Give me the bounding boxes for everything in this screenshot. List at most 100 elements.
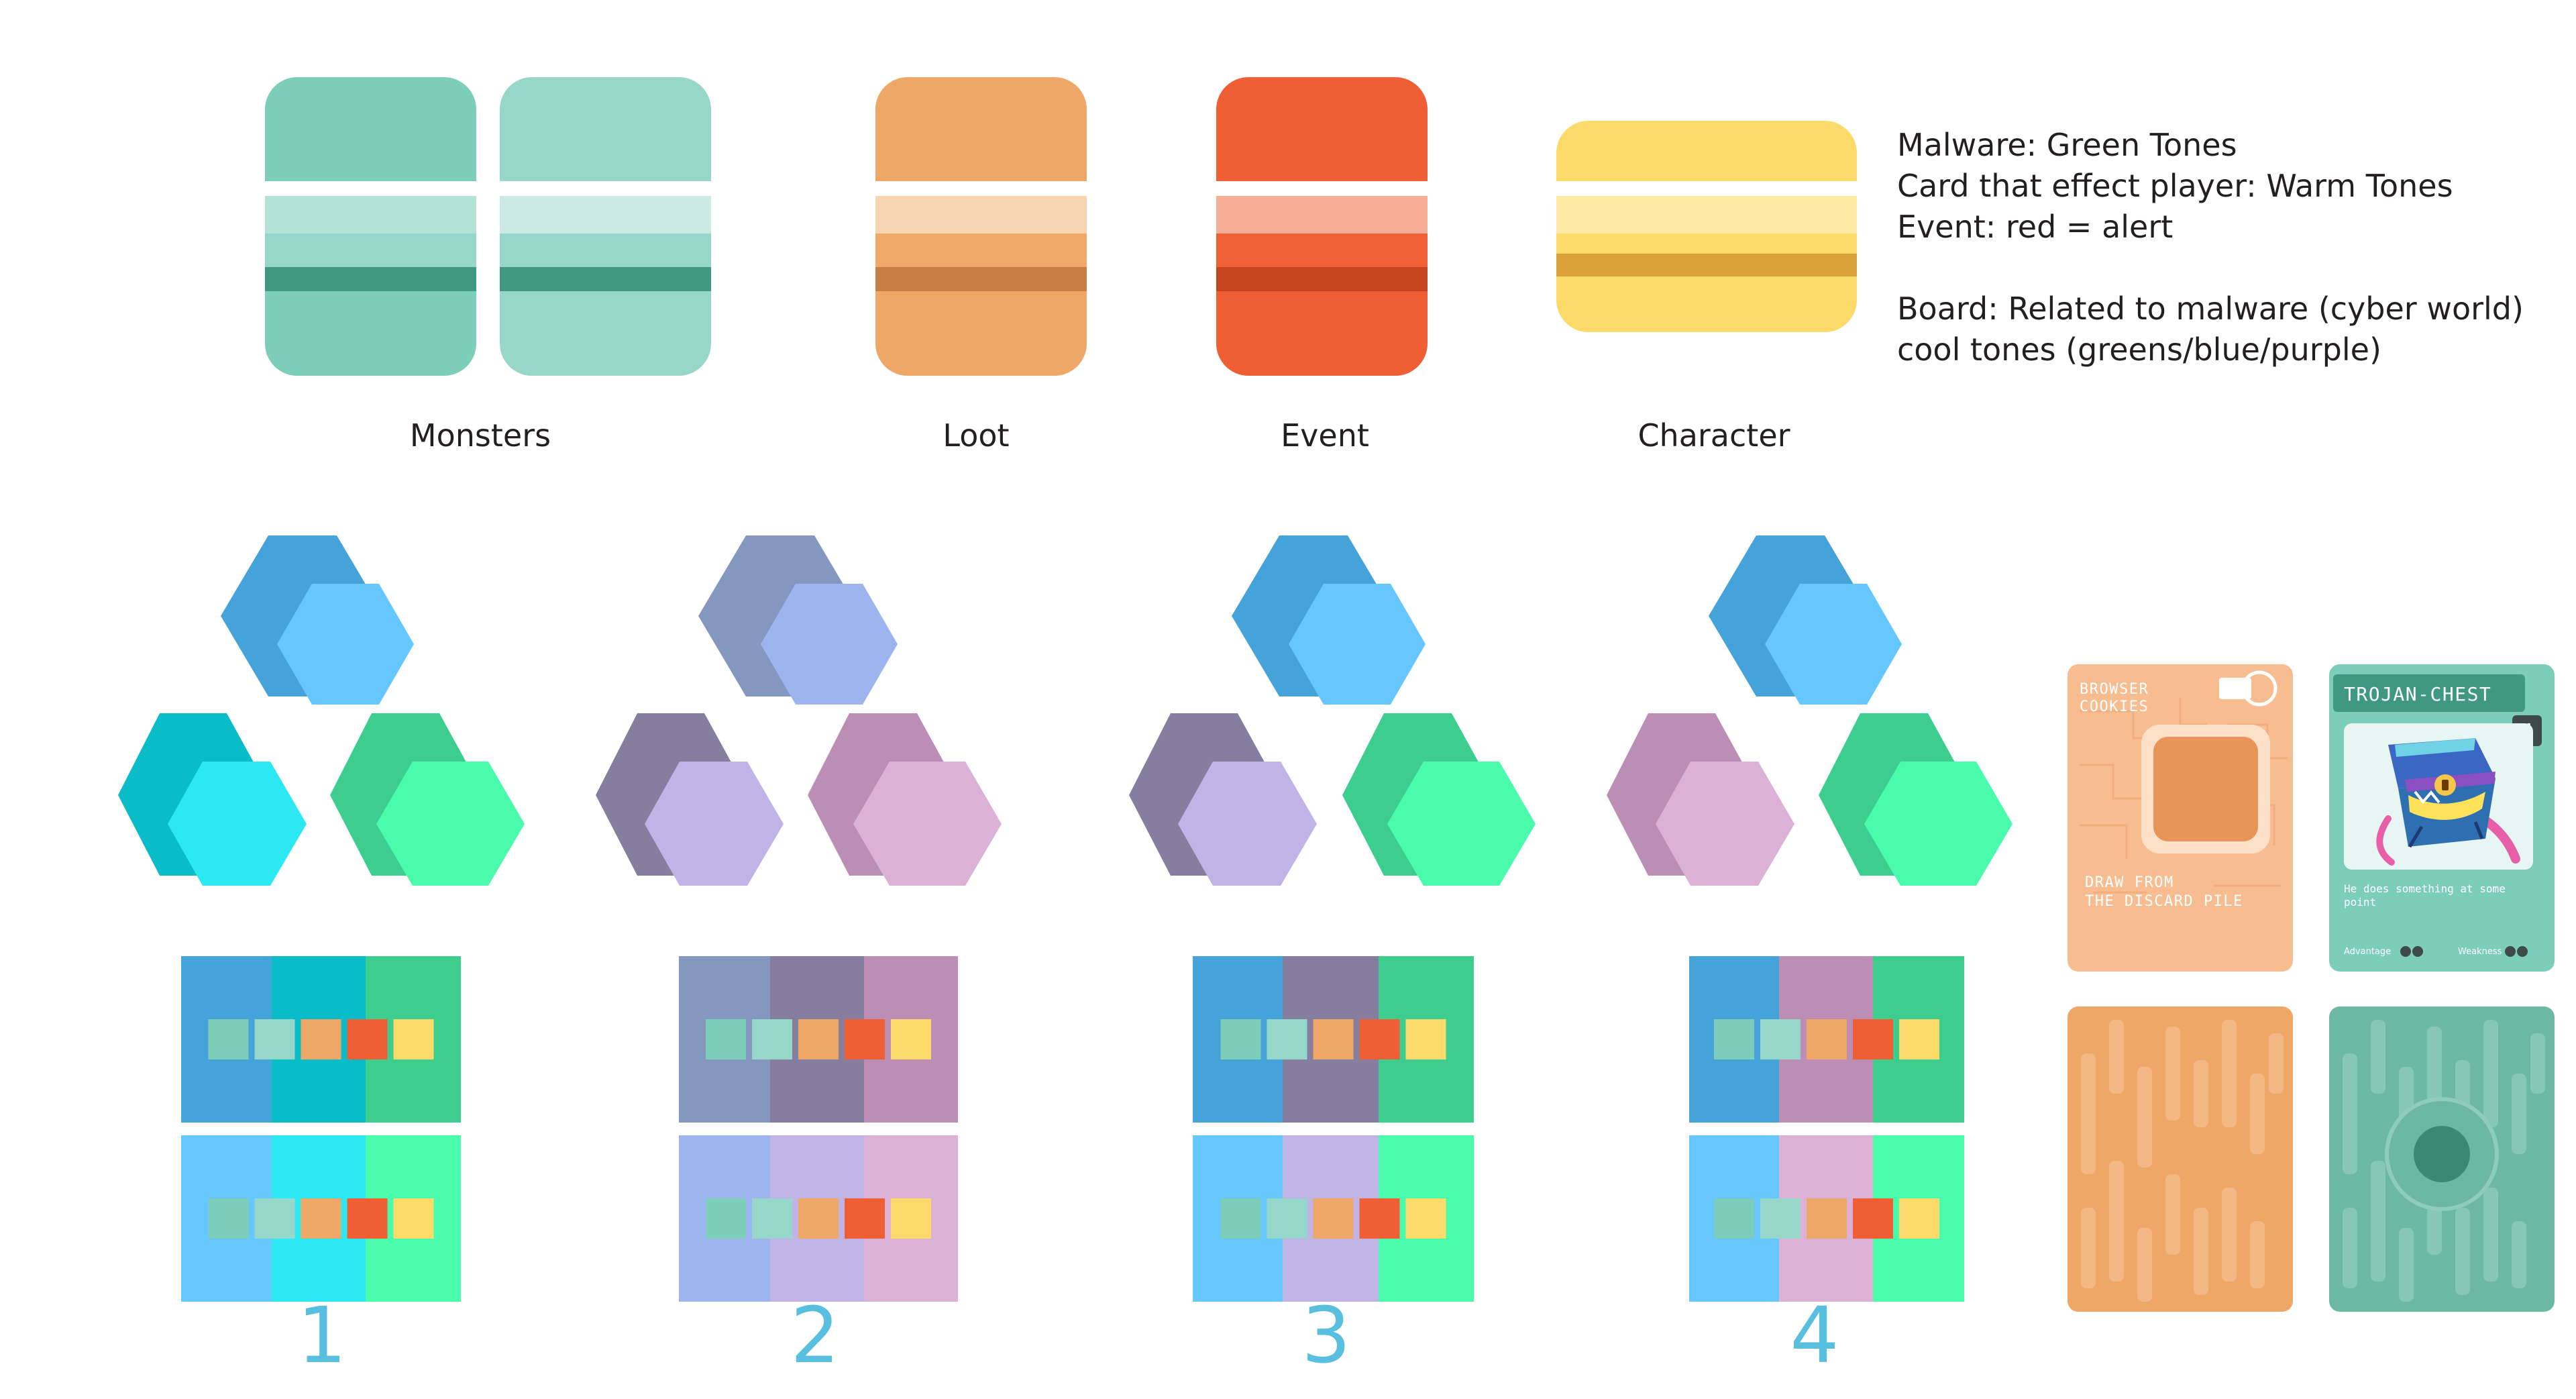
card-art [2153, 737, 2258, 841]
palette-4-hex-cluster [1607, 535, 2012, 886]
palette-1-number: 1 [297, 1291, 346, 1381]
card-back-stripe [2530, 1033, 2545, 1094]
card-back-stripe [2512, 1221, 2526, 1288]
card-back-stripe [2399, 1228, 2414, 1302]
card-back-stripe [2250, 1074, 2265, 1154]
palette-4-card-swatch [1853, 1198, 1893, 1239]
card-type-monsters: Monsters [265, 77, 711, 454]
palette-1-card-swatch [393, 1019, 434, 1059]
card-back-stripe [2250, 1221, 2265, 1288]
trojan-chest-illustration [2376, 738, 2520, 866]
palette-3-card-swatch [1267, 1019, 1307, 1059]
palette-2-card-swatch [706, 1019, 746, 1059]
palette-3-card-swatch [1359, 1198, 1400, 1239]
note-board: Board: Related to malware (cyber world) [1897, 291, 2524, 327]
card-back-stripe [2455, 1208, 2470, 1295]
palette-3-hex-top-front [1289, 584, 1426, 705]
sample-monster-card-front: TROJAN-CHEST 4 He does something at some… [2329, 664, 2555, 972]
card-back-stripe [2137, 1228, 2152, 1302]
note-spacer [1897, 248, 2524, 289]
card-toggle-knob [2241, 670, 2277, 707]
palette-2-card-swatch [798, 1019, 839, 1059]
card-back-stripe [2512, 1074, 2526, 1154]
palette-1-card-swatch [254, 1019, 295, 1059]
palette-3-card-swatch [1405, 1198, 1446, 1239]
card-back-stripe [2137, 1067, 2152, 1168]
palette-2-number: 2 [790, 1291, 839, 1381]
note-warm-tones: Card that effect player: Warm Tones [1897, 168, 2453, 204]
palette-2-card-swatch [752, 1198, 792, 1239]
palette-2-hex-right-front [853, 762, 1002, 886]
palette-1-card-swatch [301, 1198, 341, 1239]
palette-boards [181, 956, 1964, 1302]
palette-1-hex-top-front [277, 584, 414, 705]
palette-3-card-swatch [1220, 1019, 1261, 1059]
palette-4-card-swatch [1714, 1198, 1754, 1239]
card-back-stripe [2222, 1020, 2237, 1127]
card-back-stripe [2081, 1208, 2096, 1288]
palette-1-hex-left-front [168, 762, 307, 886]
palette-3-hex-right-front [1387, 762, 1536, 886]
card-type-label: Character [1638, 417, 1790, 454]
card-description-line1: He does something at some [2344, 882, 2506, 895]
palette-4-card-swatch [1899, 1019, 1939, 1059]
palette-1-card-swatch [208, 1019, 249, 1059]
card-title-line1: BROWSER [2080, 681, 2149, 698]
card-title-line2: COOKIES [2080, 698, 2149, 715]
palette-2-card-swatch [845, 1019, 885, 1059]
palette-2-card-swatch [891, 1019, 931, 1059]
card-back-stripe [2483, 1188, 2498, 1282]
card-back-stripe [2483, 1020, 2498, 1127]
card-back-stripe [2343, 1208, 2357, 1288]
palette-4-card-swatch [1760, 1198, 1801, 1239]
card-stat-weakness: Weakness [2458, 947, 2502, 957]
palette-4-card-swatch [1853, 1019, 1893, 1059]
palette-3-card-swatch [1220, 1198, 1261, 1239]
card-type-label: Monsters [410, 417, 551, 454]
palette-1-card-swatch [301, 1019, 341, 1059]
card-back-stripe [2222, 1188, 2237, 1282]
card-header [2333, 674, 2525, 712]
palette-2-hex-left-front [645, 762, 784, 886]
card-back-stripe [2194, 1060, 2208, 1127]
sample-loot-card-back [2068, 1006, 2293, 1312]
card-type-event: Event [1216, 77, 1428, 454]
card-back-stripe [2081, 1053, 2096, 1174]
palette-2-card-swatch [891, 1198, 931, 1239]
note-event: Event: red = alert [1897, 209, 2174, 245]
palette-4-hex-left-front [1656, 762, 1794, 886]
palette-1-card-swatch [208, 1198, 249, 1239]
palette-3-card-swatch [1405, 1019, 1446, 1059]
palette-4-hex-top-front [1765, 584, 1902, 705]
card-back-stripe [2109, 1161, 2124, 1282]
card-back-stripe [2371, 1020, 2385, 1094]
card-back-stripe [2269, 1033, 2284, 1094]
palette-3-card-swatch [1267, 1198, 1307, 1239]
card-type-character: Character [1556, 121, 1857, 454]
palette-3-number: 3 [1301, 1291, 1350, 1381]
monster-card-swatch-1 [265, 77, 476, 376]
card-back-stripe [2109, 1020, 2124, 1094]
card-text-line2: THE DISCARD PILE [2085, 893, 2243, 910]
card-description-line2: point [2344, 896, 2376, 909]
sample-loot-card-front: BROWSER COOKIES DRAW FROM THE DISCARD PI… [2068, 664, 2293, 972]
card-back-stripe [2427, 1027, 2442, 1121]
palette-1-card-swatch [254, 1198, 295, 1239]
card-back-stripe [2194, 1208, 2208, 1295]
palette-1-card-swatch [347, 1019, 388, 1059]
card-type-label: Event [1281, 417, 1369, 454]
palette-4-card-swatch [1807, 1019, 1847, 1059]
palette-4-card-swatch [1714, 1019, 1754, 1059]
sample-monster-card-back [2329, 1006, 2555, 1312]
card-stat-advantage: Advantage [2344, 947, 2391, 957]
palette-2-card-swatch [845, 1198, 885, 1239]
palette-3-hex-cluster [1129, 535, 1536, 886]
card-back-stripe [2343, 1053, 2357, 1174]
palette-4-number: 4 [1790, 1291, 1839, 1381]
palette-2-card-swatch [752, 1019, 792, 1059]
palette-4-card-swatch [1807, 1198, 1847, 1239]
palette-1-hex-cluster [118, 535, 525, 886]
palette-3-card-swatch [1313, 1019, 1354, 1059]
palette-2-card-swatch [706, 1198, 746, 1239]
